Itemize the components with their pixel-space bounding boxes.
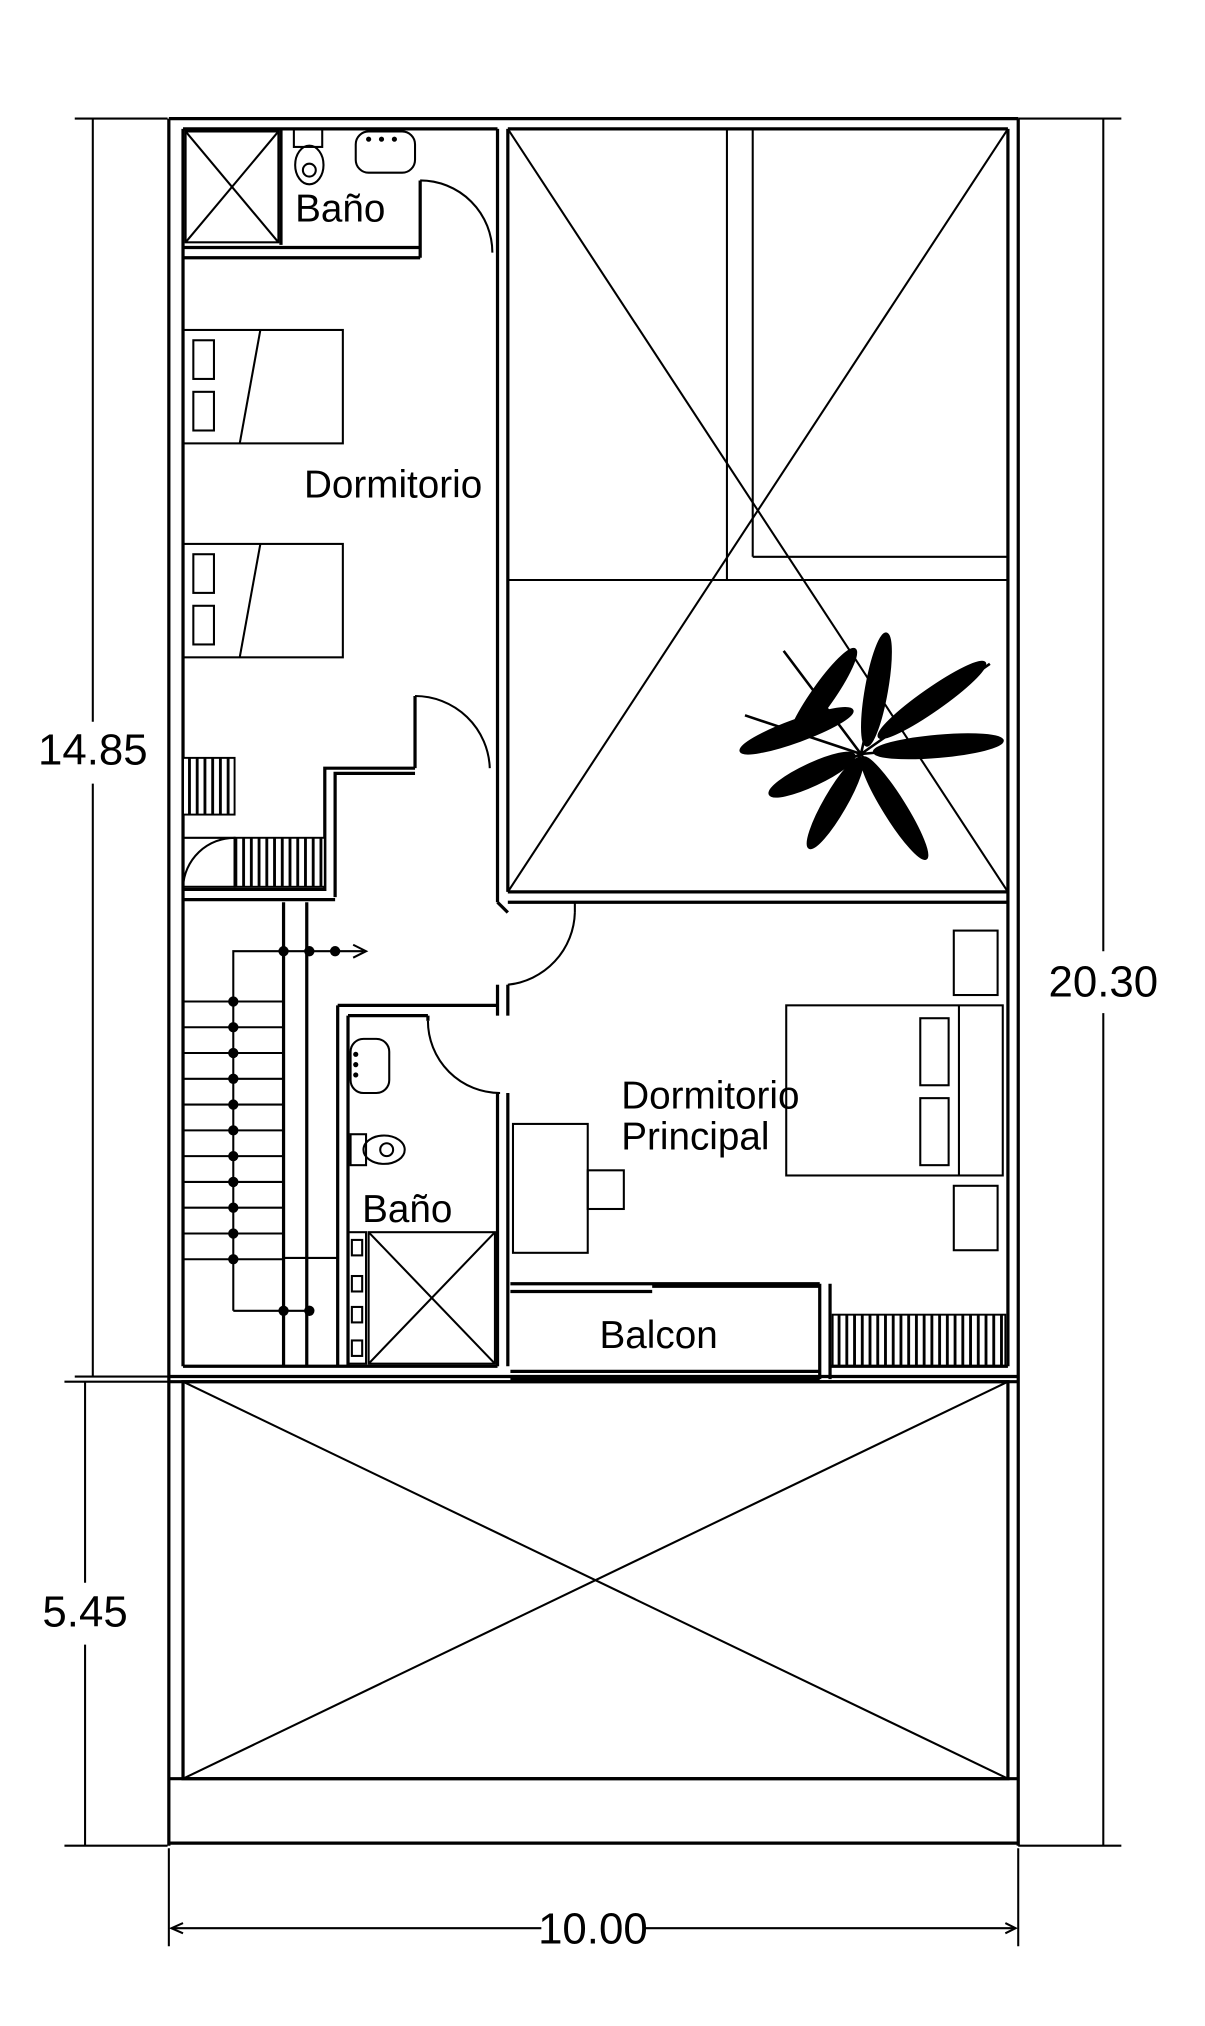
room-label-bano-middle: Baño <box>362 1188 452 1231</box>
bed-icon <box>181 542 344 659</box>
sink-icon <box>349 1037 391 1095</box>
room-label-dormitorio: Dormitorio <box>304 464 482 507</box>
room-label-dormitorio-principal-2: Principal <box>621 1116 769 1159</box>
toilet-icon <box>349 1133 406 1167</box>
outer-walls <box>167 116 1020 1846</box>
upper-void <box>495 128 1009 904</box>
wall-hatch <box>233 836 326 888</box>
bathroom-top <box>183 128 494 260</box>
staircase <box>183 902 369 1367</box>
toilet-icon <box>292 127 325 186</box>
stair-landing <box>181 836 236 888</box>
wall-hatch <box>182 756 236 816</box>
dimension-lines <box>64 117 1122 1947</box>
palm-plant-icon <box>739 632 1004 861</box>
wall-hatch <box>831 1313 1007 1368</box>
balcony <box>510 1282 832 1381</box>
lower-void <box>168 1380 1019 1781</box>
dimension-upper-height: 14.85 <box>38 725 148 774</box>
desk-icon <box>511 1122 625 1254</box>
bed-icon <box>785 1004 1004 1177</box>
nightstand-icon <box>952 1184 999 1252</box>
dimension-total-height: 20.30 <box>1048 957 1158 1006</box>
nightstand-icon <box>952 929 999 997</box>
dimension-width: 10.00 <box>538 1905 648 1954</box>
room-label-dormitorio-principal-1: Dormitorio <box>621 1074 799 1117</box>
bed-icon <box>181 328 344 445</box>
sink-icon <box>354 130 417 174</box>
room-label-bano-top: Baño <box>295 188 385 231</box>
corridor-walls <box>183 694 509 914</box>
bathroom-middle <box>337 902 576 1367</box>
room-label-balcon: Balcon <box>600 1314 718 1357</box>
dimension-lower-height: 5.45 <box>42 1588 127 1637</box>
